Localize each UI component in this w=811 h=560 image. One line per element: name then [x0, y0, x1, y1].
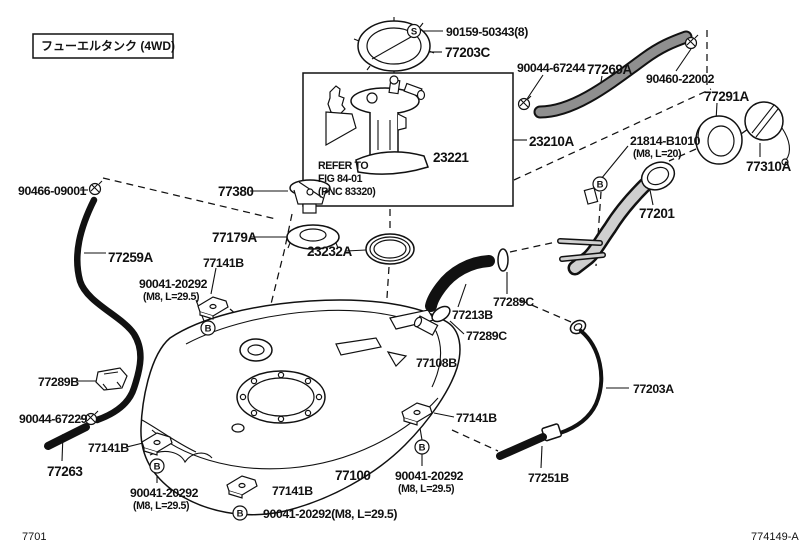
- label-77289B: 77289B: [38, 375, 79, 389]
- refer-note-line1: REFER TO: [318, 160, 368, 172]
- label-23232A: 23232A: [307, 244, 353, 259]
- clamp-90044-67244: [517, 95, 532, 111]
- label-77201: 77201: [639, 206, 675, 221]
- label-90460-22002: 90460-22002: [646, 72, 715, 86]
- svg-text:B: B: [205, 324, 212, 335]
- label-90041-top: 90041-20292: [139, 277, 208, 291]
- refer-note-line3: (PNC 83320): [318, 186, 375, 198]
- label-90041-right-spec: (M8, L=29.5): [398, 483, 454, 495]
- gasket-23232A: [365, 233, 415, 265]
- label-90041-inline: 90041-20292(M8, L=29.5): [263, 507, 397, 521]
- symbol-B-top-left: B: [200, 320, 216, 336]
- symbol-S: S: [406, 23, 422, 39]
- label-77291A: 77291A: [704, 89, 750, 104]
- label-77108B: 77108B: [416, 356, 457, 370]
- label-23221: 23221: [433, 150, 469, 165]
- label-23210A: 23210A: [529, 134, 575, 149]
- label-90044-67229: 90044-67229: [19, 412, 88, 426]
- refer-note: REFER TO FIG 84-01 (PNC 83320): [318, 160, 376, 198]
- label-21814-B1010: 21814-B1010: [630, 134, 701, 148]
- label-90044-67244: 90044-67244: [517, 61, 586, 75]
- label-77141B-top: 77141B: [203, 256, 244, 270]
- label-77269A: 77269A: [587, 62, 633, 77]
- cutoff-valve: [289, 179, 331, 214]
- clamp-77289C-upper: [497, 248, 509, 272]
- symbol-B-left: B: [149, 458, 165, 474]
- breather-hose-77269A: [517, 30, 699, 119]
- label-77203C: 77203C: [445, 45, 491, 60]
- clamp-90466-09001: [88, 180, 103, 196]
- clip-77289B: [95, 367, 128, 391]
- svg-text:B: B: [597, 180, 604, 191]
- label-77289C-upper: 77289C: [493, 295, 534, 309]
- label-77141B-left: 77141B: [88, 441, 129, 455]
- refer-note-line2: FIG 84-01: [318, 173, 363, 185]
- diagram-title: フューエルタンク (4WD): [41, 39, 175, 53]
- label-90466-09001: 90466-09001: [18, 184, 87, 198]
- symbol-B-bottom: B: [232, 505, 248, 521]
- fuel-tank-body: [140, 299, 461, 516]
- seal-77291A: [695, 115, 743, 165]
- label-77141B-right: 77141B: [456, 411, 497, 425]
- label-90041-left: 90041-20292: [130, 486, 199, 500]
- svg-text:B: B: [419, 443, 426, 454]
- drawing-number: 774149-A: [751, 531, 799, 543]
- hose-77251B: [496, 433, 547, 460]
- label-77213B: 77213B: [452, 308, 493, 322]
- label-21814-spec: (M8, L=20): [633, 148, 681, 160]
- svg-text:B: B: [237, 509, 244, 520]
- fuel-hose-77213B: [413, 248, 509, 336]
- label-77310A: 77310A: [746, 159, 792, 174]
- label-77100: 77100: [335, 468, 371, 483]
- sender-wire-77203A: [541, 319, 604, 442]
- title-box: フューエルタンク (4WD): [32, 33, 175, 59]
- label-90159-50343: 90159-50343(8): [446, 25, 528, 39]
- label-77141B-bottom: 77141B: [272, 484, 313, 498]
- vapor-hose-77259A: [44, 180, 144, 450]
- hose-77263: [44, 423, 90, 450]
- label-77289C-lower: 77289C: [466, 329, 507, 343]
- label-90041-top-spec: (M8, L=29.5): [143, 291, 199, 303]
- footer: 7701 774149-A: [22, 531, 799, 543]
- pump-retainer-ring: [353, 17, 435, 75]
- svg-text:B: B: [154, 462, 161, 473]
- svg-text:S: S: [411, 27, 417, 38]
- pipe-77108B: [413, 315, 439, 336]
- symbol-B-filler: B: [592, 176, 608, 192]
- fuel-cap-77310A: [744, 101, 791, 166]
- label-77259A: 77259A: [108, 250, 154, 265]
- grommet-77179A: [286, 224, 340, 253]
- label-77203A: 77203A: [633, 382, 674, 396]
- label-90041-left-spec: (M8, L=29.5): [133, 500, 189, 512]
- part-labels: 90159-50343(8) 77203C 90044-67244 77269A…: [18, 25, 792, 521]
- symbol-B-right: B: [414, 439, 430, 455]
- label-77179A: 77179A: [212, 230, 258, 245]
- clamp-77289C-lower: [431, 305, 451, 323]
- pump-assembly-box: [302, 72, 514, 207]
- label-77263: 77263: [47, 464, 83, 479]
- label-90041-right: 90041-20292: [395, 469, 464, 483]
- figure-number: 7701: [22, 531, 46, 543]
- label-77251B: 77251B: [528, 471, 569, 485]
- filler-pipe-77201: [557, 161, 676, 276]
- label-77380: 77380: [218, 184, 254, 199]
